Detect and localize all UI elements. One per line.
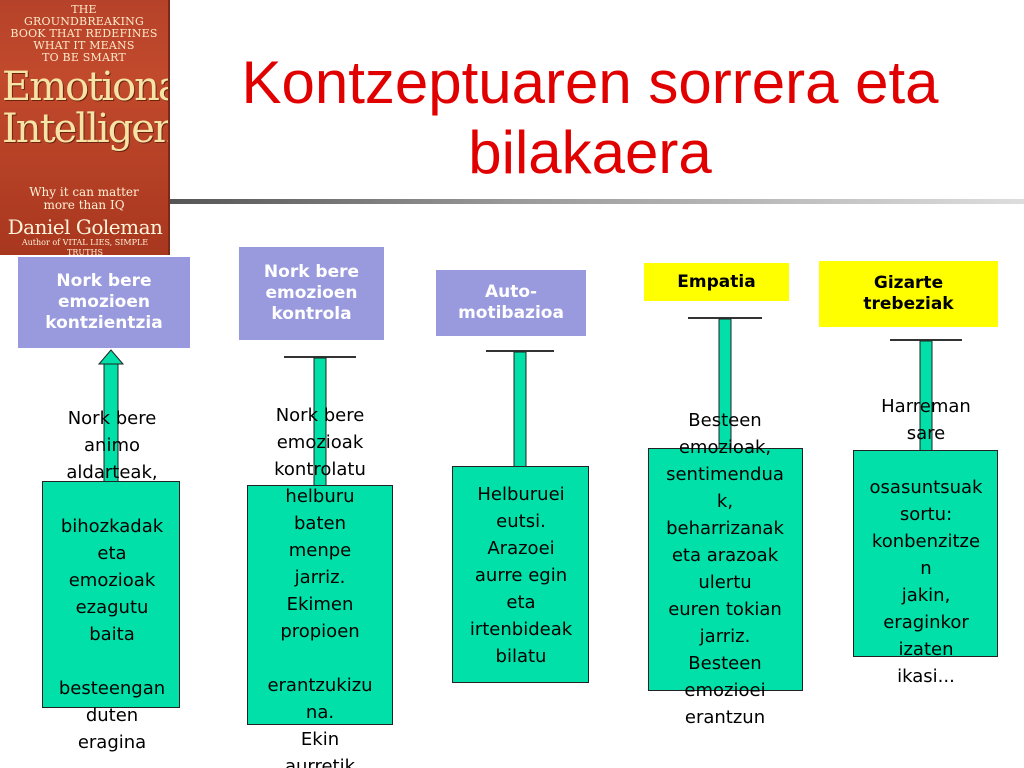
header-label: Nork bere emozioen kontzientzia — [45, 271, 163, 333]
header-label: Empatia — [677, 271, 756, 292]
box-col-2 — [247, 485, 393, 725]
body-text-col-5: Harreman sare osasuntsuak sortu: konbenz… — [869, 396, 983, 687]
header-label: Nork bere emozioen kontrola — [263, 262, 360, 324]
header-nork-bere-emozioen-kontrola: Nork bere emozioen kontrola — [239, 247, 384, 340]
header-empatia: Empatia — [644, 263, 789, 301]
box-col-5 — [853, 450, 998, 657]
header-label: Gizarte trebeziak — [863, 273, 954, 314]
box-col-4 — [648, 448, 803, 691]
book-blurb: THE GROUNDBREAKING BOOK THAT REDEFINES W… — [10, 3, 158, 64]
title-divider — [170, 199, 1024, 204]
body-text-col-4: Besteen emozioak, sentimendua k, beharri… — [666, 410, 784, 728]
body-text-col-1: Nork bere animo aldarteak, bihozkadak et… — [58, 408, 166, 753]
slide-title: Kontzeptuaren sorrera eta bilakaera — [241, 49, 939, 186]
book-author: Daniel Goleman — [7, 215, 163, 239]
header-label: Auto- motibazioa — [458, 282, 564, 323]
arrow-col-3 — [486, 350, 554, 468]
box-col-1 — [42, 481, 180, 708]
arrow-col-1 — [97, 349, 125, 483]
book-cover: THE GROUNDBREAKING BOOK THAT REDEFINES W… — [0, 0, 170, 255]
header-auto-motibazioa: Auto- motibazioa — [436, 270, 586, 336]
body-text-col-3: Helburuei eutsi. Arazoei aurre egin eta … — [469, 484, 573, 667]
book-subtitle: Why it can matter more than IQ — [29, 185, 139, 212]
body-text-col-2: Nork bere emozioak kontrolatu helburu ba… — [267, 405, 373, 768]
box-col-3 — [452, 466, 589, 683]
header-nork-bere-emozioen-kontzientzia: Nork bere emozioen kontzientzia — [18, 257, 190, 348]
book-author-note: Author of VITAL LIES, SIMPLE TRUTHS — [21, 238, 149, 255]
header-gizarte-trebeziak: Gizarte trebeziak — [819, 261, 998, 327]
book-title: Emotional Intelligence — [2, 64, 168, 152]
